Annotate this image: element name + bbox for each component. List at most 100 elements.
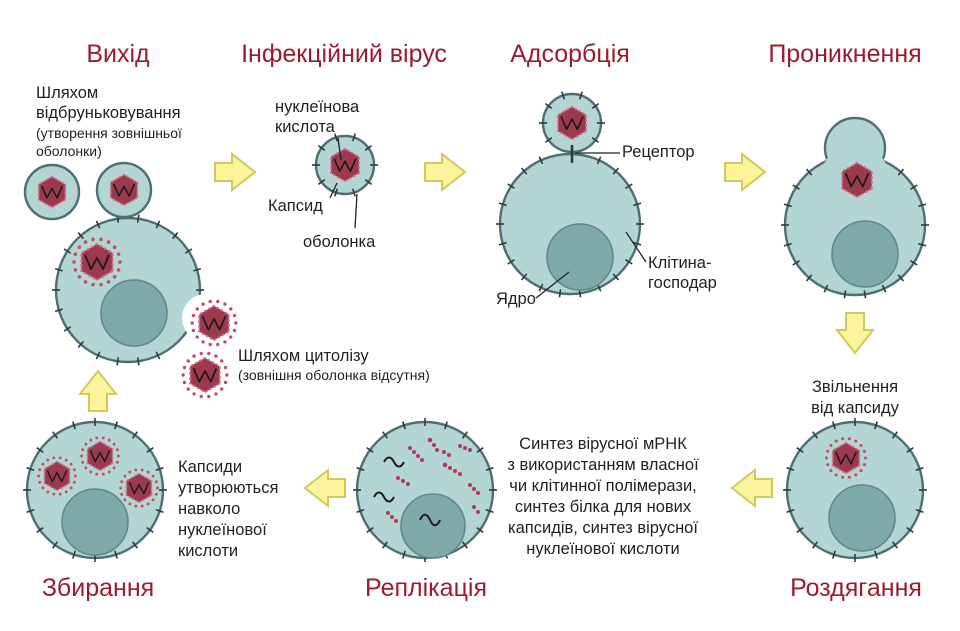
virion-icon — [330, 147, 360, 183]
receptor-tick — [476, 447, 484, 454]
capsid-dot — [120, 492, 124, 496]
capsid-hexagon — [37, 175, 67, 209]
receptor-tick — [843, 290, 847, 299]
capsid-dot — [841, 437, 845, 441]
capsid-dot — [107, 438, 111, 442]
capsid-dot — [72, 480, 76, 484]
nucleic-acid-icon — [419, 513, 441, 527]
capsid-hexagon — [557, 105, 587, 141]
receptor-tick — [558, 289, 562, 298]
capsid-dot — [834, 439, 838, 443]
receptor-tick — [625, 259, 633, 265]
nucleic-acid-label: кислота — [275, 118, 336, 136]
synthesis-label: капсидів, синтез вірусної — [508, 519, 698, 537]
capsid-dot — [229, 307, 233, 311]
title-uncoating: Роздягання — [790, 574, 922, 602]
receptor-tick — [146, 447, 154, 454]
capsid-dot — [116, 268, 121, 272]
capsid-dot — [229, 335, 233, 339]
capsid-dot — [89, 438, 93, 442]
genome-squiggle — [113, 183, 135, 197]
arrow-icon — [77, 369, 119, 412]
capsid-dot — [190, 321, 194, 325]
capsid-dot — [214, 354, 218, 358]
synthesis-label: нуклеїнової кислоти — [526, 540, 679, 558]
receptor-tick — [910, 184, 918, 190]
capsid-dot — [69, 486, 73, 490]
capsid-dot — [134, 468, 138, 472]
capsids-label: нуклеїнової — [178, 521, 267, 539]
capsid-dot — [119, 486, 123, 490]
receptor-tick — [910, 260, 918, 266]
protein-chains — [386, 437, 480, 523]
capsid-dot — [115, 460, 119, 464]
receptor-tick — [633, 241, 642, 246]
capsid-dot — [154, 492, 158, 496]
title-assembly: Збирання — [42, 574, 154, 602]
arrow-icon — [834, 312, 876, 355]
capsid-dot — [214, 392, 218, 396]
receptor-tick — [507, 183, 515, 189]
capsid-dot — [116, 454, 120, 458]
receptor-tick — [897, 168, 905, 176]
genome-squiggle — [41, 185, 63, 199]
capsid-dot — [128, 502, 132, 506]
capsid-dot — [84, 466, 88, 470]
capsid-dot — [120, 480, 124, 484]
capsid-hexagon — [330, 147, 360, 183]
capsid-label: Капсид — [268, 197, 323, 215]
genome-squiggle — [84, 254, 110, 270]
arrow-icon — [424, 151, 467, 193]
genome-squiggle — [201, 316, 227, 331]
genome-squiggle — [844, 173, 870, 188]
receptor-tick — [783, 242, 792, 247]
receptor-tick — [633, 202, 642, 207]
receptor-tick — [54, 267, 63, 272]
virion-icon — [72, 237, 122, 287]
receptor-tick — [792, 260, 800, 266]
receptor-tick — [401, 421, 406, 430]
receptor-tick — [77, 232, 85, 240]
capsid-dot — [112, 245, 117, 250]
receptor-tick — [578, 91, 583, 100]
capsid-dot — [155, 486, 159, 490]
capsid-dot — [220, 387, 224, 391]
membrane-receptors — [539, 91, 605, 144]
capsid-dot — [72, 260, 76, 264]
capsid-dot — [191, 313, 196, 318]
exit-stage: Шляхом відбруньковування (утворення зовн… — [23, 84, 430, 399]
receptor-tick — [52, 431, 59, 439]
host-cell-label: господар — [648, 274, 717, 292]
receptor-tick — [136, 214, 140, 223]
uncoating-stage: Звільнення від капсиду — [783, 378, 927, 562]
receptor-tick — [63, 248, 72, 254]
receptor-tick — [317, 179, 326, 186]
receptor-tick — [184, 248, 193, 254]
receptor-tick — [155, 466, 164, 471]
receptor-tick — [36, 447, 44, 454]
title-adsorption: Адсорбція — [510, 40, 630, 68]
capsid-dot — [101, 436, 105, 440]
title-replication: Реплікація — [365, 574, 487, 602]
capsids-label: навколо — [178, 500, 240, 518]
receptor-tick — [796, 526, 804, 533]
capsid-dot — [77, 274, 82, 279]
receptor-tick — [131, 431, 138, 439]
capsid-dot — [232, 328, 237, 333]
capsid-dot — [123, 498, 127, 502]
capsid-hexagon — [125, 472, 153, 504]
capsid-dot — [46, 458, 50, 462]
capsid-dot — [95, 436, 99, 440]
capsid-dot — [191, 328, 196, 333]
membrane-receptors — [312, 133, 378, 197]
capsid-dot — [859, 443, 863, 447]
capsid-hexagon — [831, 441, 861, 475]
nucleic-acid-icon — [383, 456, 405, 468]
receptor-tick — [805, 168, 813, 176]
capsid-dot — [64, 490, 68, 494]
capsid-dot — [91, 237, 95, 242]
capsid-dot — [225, 373, 229, 377]
virion-icon — [181, 351, 229, 399]
receptor-tick — [786, 466, 795, 471]
